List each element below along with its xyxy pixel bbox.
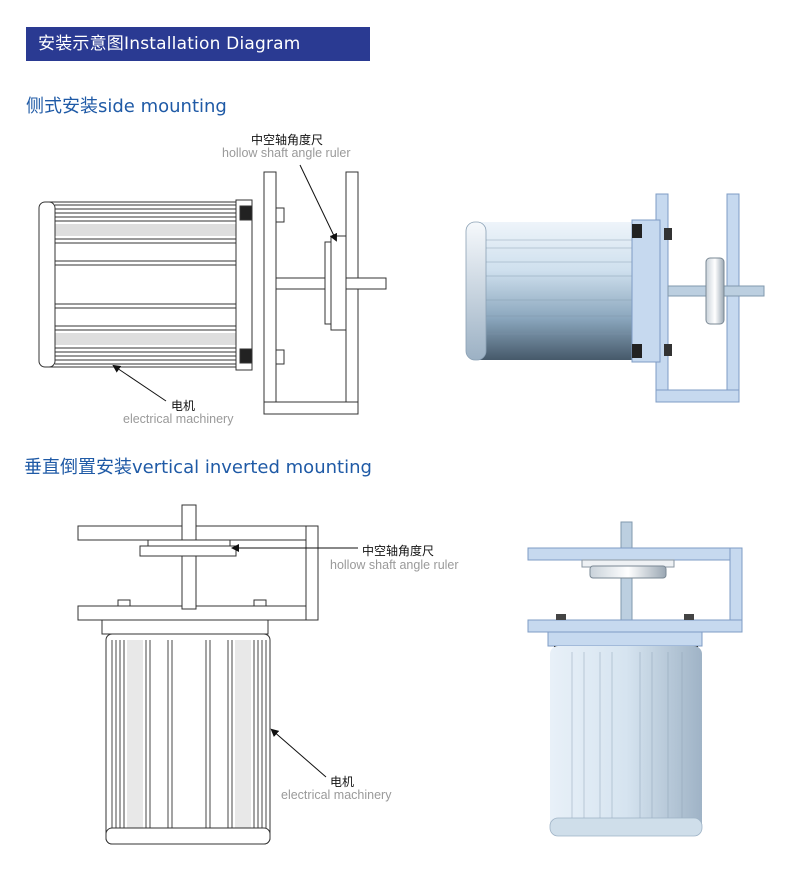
vertical-ruler-label-en: hollow shaft angle ruler bbox=[330, 558, 459, 572]
side-motor-label-en: electrical machinery bbox=[123, 412, 234, 426]
side-mounting-render bbox=[465, 193, 765, 403]
side-ruler-label-cn: 中空轴角度尺 bbox=[251, 133, 324, 147]
vertical-inverted-render bbox=[527, 521, 743, 837]
vertical-inverted-line-drawing bbox=[77, 504, 319, 845]
installation-diagram-banner: 安装示意图Installation Diagram bbox=[26, 27, 370, 61]
side-mounting-line-drawing bbox=[38, 171, 387, 415]
side-motor-label-cn: 电机 bbox=[171, 399, 196, 413]
side-motor-leader-line bbox=[112, 364, 167, 402]
vertical-motor-leader-line bbox=[270, 728, 327, 778]
vertical-inverted-mounting-title: 垂直倒置安装vertical inverted mounting bbox=[24, 457, 372, 478]
side-mounting-title: 侧式安装side mounting bbox=[26, 96, 227, 117]
vertical-motor-label-cn: 电机 bbox=[330, 775, 355, 789]
vertical-motor-label-en: electrical machinery bbox=[281, 788, 392, 802]
side-ruler-leader-line bbox=[299, 164, 338, 242]
side-ruler-label-en: hollow shaft angle ruler bbox=[222, 146, 351, 160]
vertical-ruler-label-cn: 中空轴角度尺 bbox=[362, 544, 435, 558]
